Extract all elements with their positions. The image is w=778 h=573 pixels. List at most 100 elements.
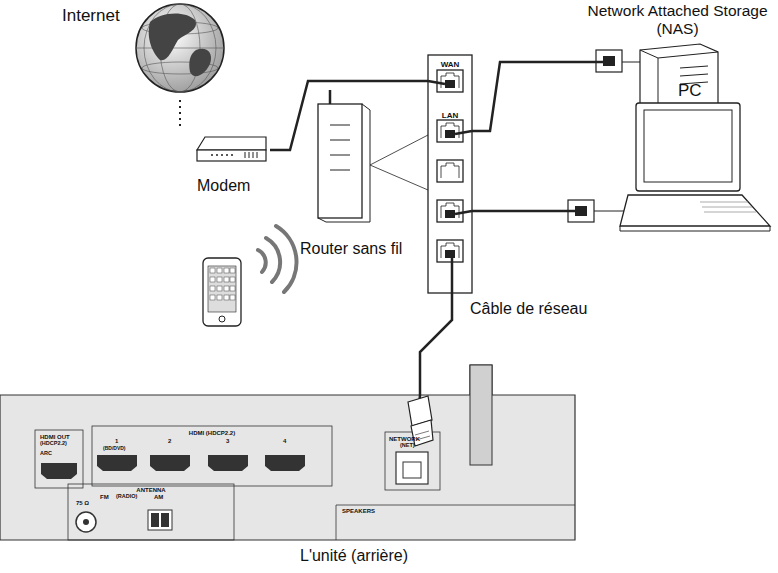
router-port-panel-part-part bbox=[437, 120, 463, 142]
router-port-panel-part bbox=[428, 55, 472, 293]
router-icon-part bbox=[370, 135, 428, 165]
router-icon-part-part bbox=[330, 155, 350, 156]
smartphone-icon-part-part bbox=[230, 295, 235, 300]
modem-icon-part bbox=[245, 152, 257, 158]
router-port-panel-part-part bbox=[437, 240, 463, 262]
nas-icon-part-part bbox=[680, 74, 708, 76]
router-port-panel-part-part bbox=[441, 123, 459, 138]
smartphone-icon-part-part bbox=[224, 295, 229, 300]
unit-rear-panel-part bbox=[150, 455, 190, 471]
globe-icon-part bbox=[136, 48, 224, 49]
router-icon-part-part bbox=[330, 125, 350, 126]
smartphone-icon-part-part bbox=[217, 286, 222, 291]
wireless-waves-part bbox=[258, 250, 266, 272]
device-label: WAN bbox=[441, 60, 460, 69]
smartphone-icon-part-part bbox=[217, 268, 222, 273]
smartphone-icon-part bbox=[219, 316, 225, 322]
laptop-icon-part bbox=[594, 211, 625, 212]
cable-label: Câble de réseau bbox=[470, 300, 587, 318]
globe-icon bbox=[136, 4, 224, 92]
network-cable bbox=[472, 210, 560, 213]
laptop-icon-part bbox=[644, 110, 732, 182]
smartphone-icon-part bbox=[208, 266, 236, 312]
device-label: Modem bbox=[197, 177, 250, 195]
unit-rear-panel-part bbox=[161, 513, 169, 527]
unit-rear-panel-part bbox=[396, 452, 428, 484]
router-port-panel-part-part bbox=[441, 73, 459, 88]
smartphone-icon-part-part bbox=[230, 277, 235, 282]
network-plug-part-part bbox=[415, 431, 429, 435]
router-port-panel-part bbox=[441, 73, 459, 258]
laptop-icon-part bbox=[700, 202, 756, 212]
modem-icon-part bbox=[211, 154, 233, 156]
router-port-panel-part-part bbox=[437, 200, 463, 222]
smartphone-icon-part-part bbox=[230, 286, 235, 291]
modem-icon-part-part bbox=[221, 154, 223, 156]
modem-icon-part-part bbox=[216, 154, 218, 156]
modem-icon-part bbox=[197, 137, 266, 150]
router-port-panel-part-part bbox=[445, 80, 455, 88]
network-cable bbox=[472, 62, 580, 131]
laptop-icon-part bbox=[575, 206, 587, 216]
router-port-panel-part-part bbox=[437, 160, 463, 182]
panel-label: 75 Ω bbox=[76, 500, 89, 506]
device-label: Internet bbox=[62, 6, 120, 26]
smartphone-icon-part bbox=[210, 268, 235, 300]
modem-icon-part-part bbox=[257, 152, 258, 158]
panel-label: (BD/DVD) bbox=[103, 446, 126, 451]
router-port-panel-part-part bbox=[441, 203, 459, 218]
router-port-panel-part-part bbox=[445, 130, 455, 138]
network-cable bbox=[420, 293, 452, 395]
smartphone-icon-part-part bbox=[217, 295, 222, 300]
panel-label: 2 bbox=[168, 438, 171, 444]
laptop-icon-part-part bbox=[702, 207, 752, 208]
router-port-panel bbox=[428, 55, 472, 293]
panel-label: HDMI (HDCP2.2) bbox=[189, 430, 235, 436]
wireless-waves-part bbox=[266, 238, 280, 282]
router-port-panel-part bbox=[428, 81, 472, 293]
laptop-icon-part bbox=[560, 210, 575, 213]
router-icon bbox=[318, 90, 428, 222]
panel-label: SPEAKERS bbox=[342, 508, 375, 514]
router-port-panel-part-part bbox=[437, 70, 463, 92]
smartphone-icon bbox=[203, 258, 241, 326]
router-port-panel-part-part bbox=[455, 131, 472, 134]
globe-icon-part bbox=[149, 13, 196, 60]
modem-icon-part-part bbox=[231, 154, 233, 156]
unit-rear-panel-part bbox=[92, 426, 332, 486]
device-label: L'unité (arrière) bbox=[300, 547, 408, 565]
unit-rear-panel bbox=[0, 365, 575, 540]
wireless-waves bbox=[258, 226, 297, 292]
smartphone-icon-part bbox=[203, 258, 241, 326]
router-icon-part-part bbox=[330, 170, 350, 171]
network-cable bbox=[179, 100, 181, 128]
router-port-panel-part-part bbox=[428, 81, 445, 84]
laptop-icon-part bbox=[620, 195, 770, 226]
unit-rear-panel-part bbox=[68, 484, 234, 540]
router-port-panel-part-part bbox=[441, 163, 459, 178]
panel-label: (NET) bbox=[400, 443, 415, 449]
laptop-icon-part-part bbox=[704, 212, 756, 213]
network-cable bbox=[270, 81, 428, 150]
router-icon-part bbox=[370, 165, 428, 190]
unit-rear-panel-part bbox=[97, 455, 137, 471]
modem-icon-part-part bbox=[253, 152, 254, 158]
smartphone-icon-part-part bbox=[224, 268, 229, 273]
router-icon-part bbox=[329, 90, 332, 104]
router-port-panel-part-part bbox=[441, 243, 459, 258]
panel-label: 4 bbox=[283, 438, 286, 444]
modem-icon-part-part bbox=[211, 154, 213, 156]
laptop-icon-part-part bbox=[700, 202, 748, 203]
router-icon-part bbox=[318, 104, 362, 218]
router-icon-part bbox=[318, 104, 370, 222]
av-receiver-unit: L'unité (arrière) bbox=[0, 395, 580, 573]
panel-label: (RADIO) bbox=[116, 494, 137, 500]
nas-icon-part-part bbox=[680, 66, 708, 68]
smartphone-icon-part-part bbox=[210, 277, 215, 282]
router-port-panel-part bbox=[437, 70, 463, 262]
router-icon-part bbox=[330, 125, 350, 170]
router-port-panel-part-part bbox=[445, 250, 455, 258]
router-port-panel-part-part bbox=[445, 210, 455, 218]
